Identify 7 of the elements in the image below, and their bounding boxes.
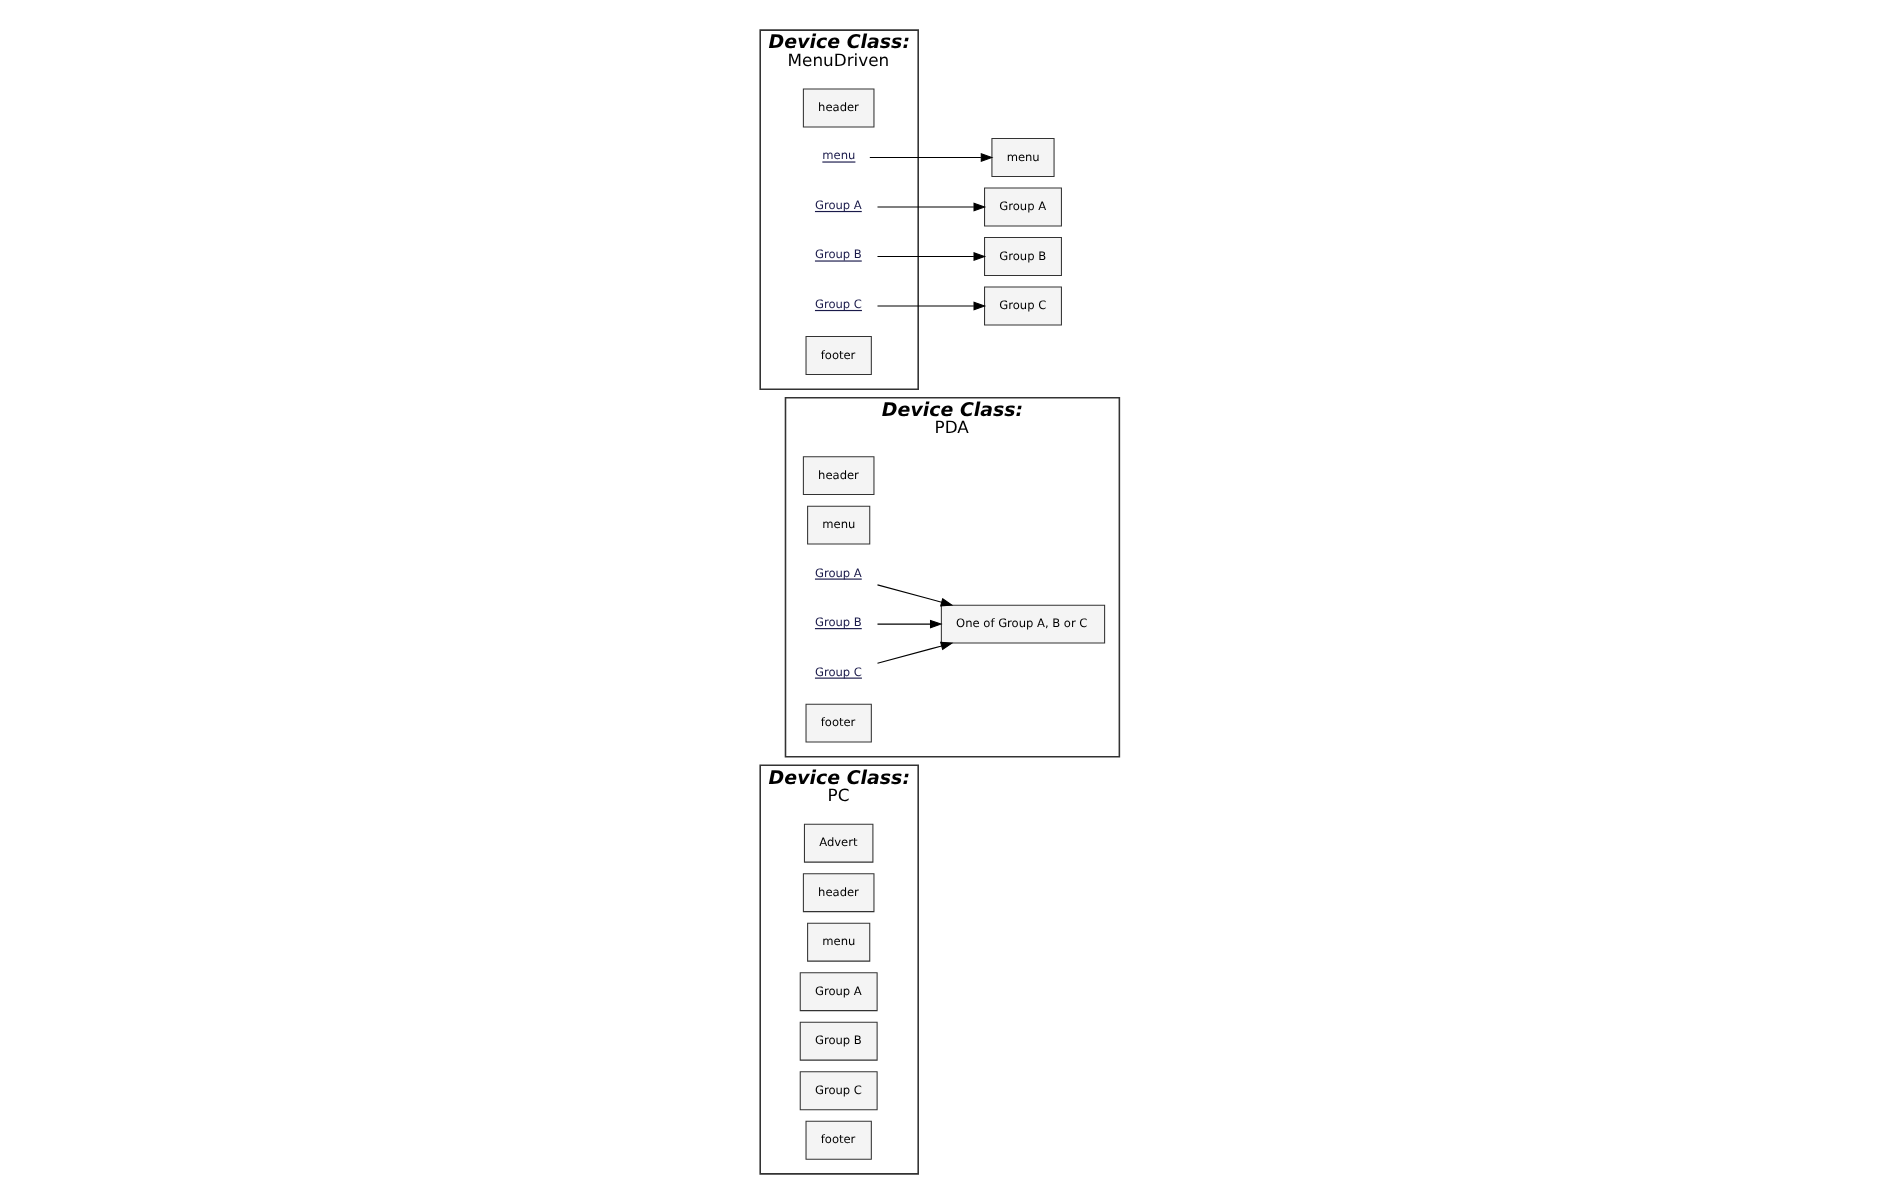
arrow — [875, 641, 953, 664]
arrow — [875, 202, 986, 212]
arrow — [875, 619, 942, 629]
arrow — [875, 584, 953, 607]
arrow — [875, 301, 986, 311]
arrow — [875, 252, 986, 261]
arrow — [868, 153, 993, 162]
